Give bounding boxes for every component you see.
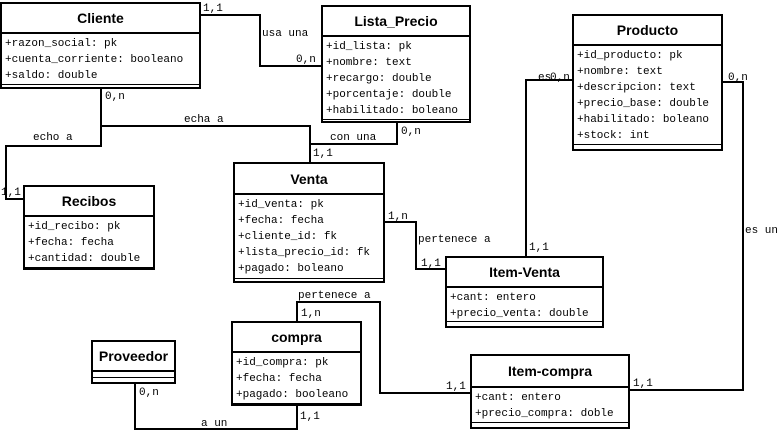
relationship-label: a un	[201, 418, 228, 430]
multiplicity-label: 1,1	[529, 242, 549, 254]
multiplicity-label: 0,n	[728, 72, 748, 84]
relationship-label: pertenece a	[418, 234, 491, 246]
entity-title: Recibos	[25, 187, 153, 217]
attribute: +fecha: fecha	[238, 215, 324, 227]
attribute: +porcentaje: double	[326, 89, 452, 101]
multiplicity-label: 1,1	[633, 378, 653, 390]
entity-proveedor[interactable]: Proveedor	[91, 340, 176, 384]
attribute: +id_recibo: pk	[28, 221, 121, 233]
multiplicity-label: 0,n	[139, 387, 159, 399]
entity-title: Item-Venta	[447, 258, 602, 288]
line-cliente-lista	[200, 14, 322, 67]
relationship-label: echa a	[184, 114, 224, 126]
entity-venta[interactable]: Venta +id_venta: pk +fecha: fecha +clien…	[233, 162, 385, 283]
entity-title: Lista_Precio	[323, 7, 469, 37]
attribute: +stock: int	[577, 130, 650, 142]
attribute: +pagado: booleano	[236, 389, 349, 401]
multiplicity-label: 1,1	[203, 3, 223, 15]
entity-item-venta[interactable]: Item-Venta +cant: entero +precio_venta: …	[445, 256, 604, 328]
entity-compra[interactable]: compra +id_compra: pk +fecha: fecha +pag…	[231, 321, 362, 406]
line-proveedor-compra	[134, 383, 298, 430]
attribute: +habilitado: boleano	[577, 114, 710, 126]
multiplicity-label: 1,1	[300, 411, 320, 423]
multiplicity-label: 0,n	[296, 54, 316, 66]
entity-recibos[interactable]: Recibos +id_recibo: pk +fecha: fecha +ca…	[23, 185, 155, 270]
line-cliente-recibos	[5, 126, 102, 200]
attribute-list: +id_lista: pk +nombre: text +recargo: do…	[323, 37, 469, 120]
attribute: +precio_compra: doble	[475, 408, 614, 420]
attribute: +habilitado: boleano	[326, 105, 459, 117]
attribute: +id_compra: pk	[236, 357, 329, 369]
attribute-list	[93, 372, 174, 378]
relationship-label: usa una	[262, 28, 309, 40]
multiplicity-label: 1,1	[313, 148, 333, 160]
relationship-label: es	[538, 72, 552, 84]
attribute: +precio_base: double	[577, 98, 710, 110]
attribute: +nombre: text	[577, 66, 663, 78]
line-compra-itemcompra	[296, 301, 471, 394]
attribute: +cliente_id: fk	[238, 231, 338, 243]
attribute: +razon_social: pk	[5, 38, 118, 50]
entity-title: Proveedor	[93, 342, 174, 372]
attribute-list: +razon_social: pk +cuenta_corriente: boo…	[2, 34, 199, 85]
multiplicity-label: 0,n	[105, 91, 125, 103]
relationship-label: es un	[745, 225, 779, 237]
entity-item-compra[interactable]: Item-compra +cant: entero +precio_compra…	[470, 354, 630, 429]
multiplicity-label: 1,1	[1, 187, 21, 199]
attribute: +cant: entero	[450, 292, 536, 304]
entity-title: Producto	[574, 16, 721, 46]
attribute: +cantidad: double	[28, 253, 141, 265]
relationship-label: echo a	[33, 132, 73, 144]
attribute-list: +cant: entero +precio_venta: double	[447, 288, 602, 322]
entity-cliente[interactable]: Cliente +razon_social: pk +cuenta_corrie…	[0, 2, 201, 89]
entity-producto[interactable]: Producto +id_producto: pk +nombre: text …	[572, 14, 723, 151]
attribute: +fecha: fecha	[236, 373, 322, 385]
multiplicity-label: 0,n	[550, 72, 570, 84]
attribute: +descripcion: text	[577, 82, 696, 94]
attribute: +fecha: fecha	[28, 237, 114, 249]
attribute: +nombre: text	[326, 57, 412, 69]
attribute: +saldo: double	[5, 70, 98, 82]
entity-title: Venta	[235, 164, 383, 195]
attribute: +cuenta_corriente: booleano	[5, 54, 184, 66]
attribute-list: +id_compra: pk +fecha: fecha +pagado: bo…	[233, 353, 360, 404]
line-producto-itemcompra	[629, 81, 744, 391]
attribute: +pagado: boleano	[238, 263, 344, 275]
attribute: +id_producto: pk	[577, 50, 683, 62]
multiplicity-label: 1,1	[446, 381, 466, 393]
attribute: +precio_venta: double	[450, 308, 589, 320]
attribute: +recargo: double	[326, 73, 432, 85]
entity-title: Item-compra	[472, 356, 628, 388]
attribute-list: +id_recibo: pk +fecha: fecha +cantidad: …	[25, 217, 153, 268]
relationship-label: con una	[330, 132, 377, 144]
entity-title: compra	[233, 323, 360, 353]
attribute-list: +id_producto: pk +nombre: text +descripc…	[574, 46, 721, 145]
multiplicity-label: 0,n	[401, 126, 421, 138]
multiplicity-label: 1,1	[421, 258, 441, 270]
attribute: +id_lista: pk	[326, 41, 412, 53]
attribute-list: +cant: entero +precio_compra: doble	[472, 388, 628, 423]
line-producto-itemventa	[525, 79, 573, 257]
attribute-list: +id_venta: pk +fecha: fecha +cliente_id:…	[235, 195, 383, 279]
attribute: +cant: entero	[475, 392, 561, 404]
attribute: +id_venta: pk	[238, 199, 324, 211]
line-venta-itemventa	[384, 221, 446, 270]
multiplicity-label: 1,n	[388, 211, 408, 223]
entity-lista-precio[interactable]: Lista_Precio +id_lista: pk +nombre: text…	[321, 5, 471, 123]
attribute: +lista_precio_id: fk	[238, 247, 371, 259]
line-lista-venta	[310, 122, 398, 145]
multiplicity-label: 1,n	[301, 308, 321, 320]
entity-title: Cliente	[2, 4, 199, 34]
relationship-label: pertenece a	[298, 290, 371, 302]
